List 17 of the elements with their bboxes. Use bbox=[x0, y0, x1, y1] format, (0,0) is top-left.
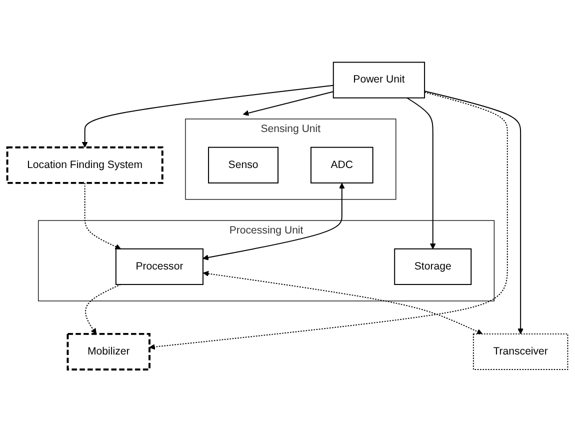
arrow bbox=[243, 91, 334, 116]
arrow bbox=[85, 284, 122, 334]
arrow bbox=[149, 92, 508, 350]
arrow bbox=[202, 270, 483, 334]
node-box: Storage bbox=[394, 248, 472, 286]
node-box: Senso bbox=[208, 146, 278, 184]
node-box: Processor bbox=[115, 248, 204, 286]
arrow bbox=[82, 85, 334, 148]
arrow bbox=[202, 183, 345, 260]
node-box: Location Finding System bbox=[6, 146, 164, 184]
arrow bbox=[424, 90, 524, 334]
node-box: ADC bbox=[310, 146, 374, 184]
node-box: Mobilizer bbox=[66, 333, 150, 371]
arrow bbox=[84, 182, 121, 250]
arrow bbox=[406, 97, 436, 250]
node-box: Transceiver bbox=[472, 334, 568, 370]
node-box: Power Unit bbox=[332, 62, 426, 98]
